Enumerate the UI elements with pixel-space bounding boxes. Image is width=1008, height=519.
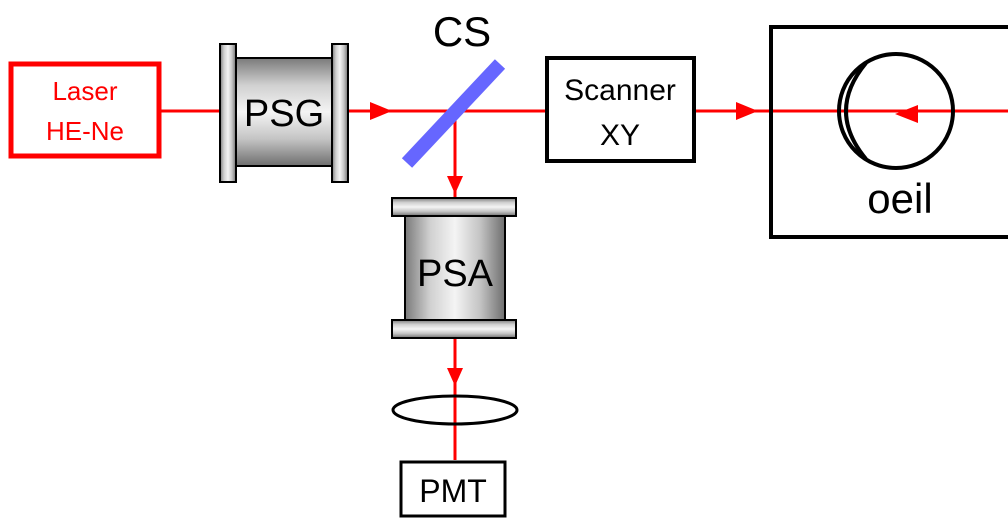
eye-module: oeil	[769, 25, 1008, 239]
arrow-down-1	[447, 176, 463, 194]
eye-icon	[837, 52, 955, 170]
laser-label-line2: HE-Ne	[46, 116, 124, 146]
psg-polarization-state-generator: PSG	[219, 43, 349, 183]
eye-lens	[844, 61, 868, 161]
pmt-detector: PMT	[399, 460, 507, 518]
eye-label: oeil	[867, 175, 932, 222]
cs-label: CS	[433, 8, 491, 55]
scanner-label-line2: XY	[600, 119, 640, 152]
scanner-label-line1: Scanner	[564, 74, 676, 107]
scanner-xy: Scanner XY	[545, 56, 696, 163]
laser-source: Laser HE-Ne	[8, 61, 162, 159]
psa-label: PSA	[417, 253, 494, 295]
beam-arrows	[370, 102, 918, 386]
arrow-right-2	[736, 102, 758, 120]
arrow-right-1	[370, 102, 392, 120]
lens	[391, 394, 519, 426]
psg-label: PSG	[244, 93, 324, 135]
cube-splitter: CS	[401, 8, 506, 168]
psa-polarization-state-analyzer: PSA	[391, 197, 517, 339]
arrow-down-2	[447, 368, 463, 386]
laser-label-line1: Laser	[52, 76, 117, 106]
arrow-left-eye	[895, 105, 918, 123]
pmt-label: PMT	[419, 473, 487, 509]
